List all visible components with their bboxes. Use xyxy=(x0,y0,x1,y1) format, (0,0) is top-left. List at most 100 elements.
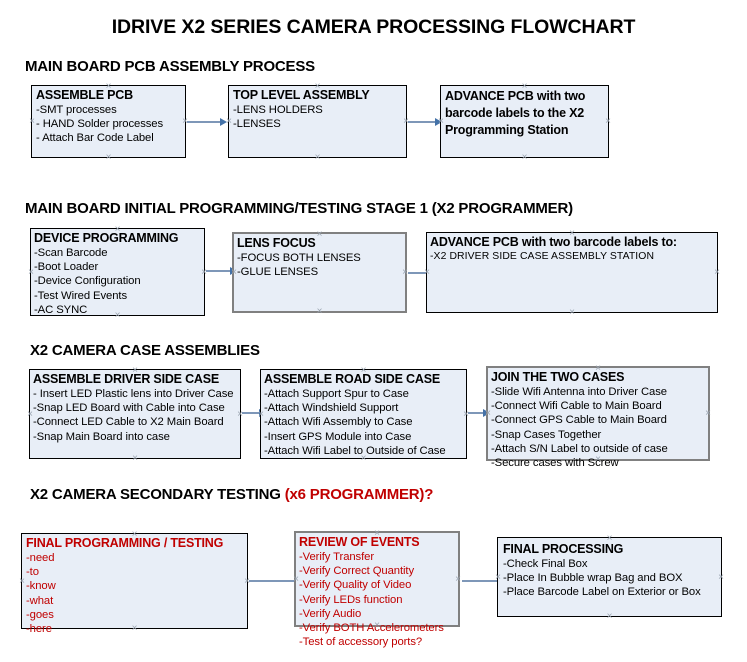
section-heading-1: MAIN BOARD PCB ASSEMBLY PROCESS xyxy=(25,58,315,75)
flow-box-device-programming[interactable]: DEVICE PROGRAMMING -Scan Barcode -Boot L… xyxy=(30,228,205,316)
connector-arrow-1b xyxy=(408,118,442,126)
flow-box-content: DEVICE PROGRAMMING -Scan Barcode -Boot L… xyxy=(34,231,202,317)
page-title: IDRIVE X2 SERIES CAMERA PROCESSING FLOWC… xyxy=(111,16,636,38)
flow-box-line: -Slide Wifi Antenna into Driver Case xyxy=(491,386,667,398)
flow-box-line: -Place Barcode Label on Exterior or Box xyxy=(503,586,701,599)
flow-box-content: ASSEMBLE ROAD SIDE CASE -Attach Support … xyxy=(264,372,464,458)
resize-handle-bottom[interactable] xyxy=(520,153,529,162)
flow-box-line: -Verify Audio xyxy=(299,607,362,620)
flow-box-assemble-driver-side-case[interactable]: ASSEMBLE DRIVER SIDE CASE - Insert LED P… xyxy=(29,369,241,459)
section-heading-3: X2 CAMERA CASE ASSEMBLIES xyxy=(30,342,260,359)
flow-box-title: ASSEMBLE DRIVER SIDE CASE xyxy=(33,372,220,386)
flow-box-line: -Place In Bubble wrap Bag and BOX xyxy=(503,572,683,585)
flow-box-line: -Secure cases with Screw xyxy=(491,457,619,470)
flow-box-line: -Snap Main Board into case xyxy=(33,430,170,443)
flow-box-title: JOIN THE TWO CASES xyxy=(491,370,625,384)
flow-box-line: -Attach Wifi Label to Outside of Case xyxy=(264,444,446,457)
flow-box-line: -LENSES xyxy=(233,118,281,131)
flow-box-line: -Insert GPS Module into Case xyxy=(264,430,412,443)
flow-box-line: -Device Configuration xyxy=(34,275,141,288)
flow-box-line: -Connect Wifi Cable to Main Board xyxy=(491,400,662,413)
flow-box-line: -Attach S/N Label to outside of case xyxy=(491,442,668,455)
flow-box-title: FINAL PROGRAMMING / TESTING xyxy=(26,536,224,550)
section-heading-2: MAIN BOARD INITIAL PROGRAMMING/TESTING S… xyxy=(25,200,573,217)
flow-box-line: -need xyxy=(26,552,55,564)
flow-box-advance-pcb-station[interactable]: ADVANCE PCB with two barcode labels to t… xyxy=(440,85,609,158)
flow-box-line: - Attach Bar Code Label xyxy=(36,132,154,145)
resize-handle-bottom[interactable] xyxy=(315,307,324,316)
flow-box-content: ASSEMBLE PCB -SMT processes - HAND Solde… xyxy=(36,88,183,146)
flow-box-final-processing[interactable]: FINAL PROCESSING -Check Final Box -Place… xyxy=(497,537,722,617)
section-heading-4-text: X2 CAMERA SECONDARY TESTING xyxy=(30,486,285,503)
resize-handle-bottom[interactable] xyxy=(313,153,322,162)
flow-box-title: ASSEMBLE PCB xyxy=(36,88,133,102)
flow-box-content: ASSEMBLE DRIVER SIDE CASE - Insert LED P… xyxy=(33,372,238,444)
flow-box-line: -Connect GPS Cable to Main Board xyxy=(491,414,667,427)
flow-box-line-overflow: -Test of accessory ports? xyxy=(299,636,423,649)
flow-box-line: -Attach Wifi Assembly to Case xyxy=(264,416,413,429)
flow-box-line: -Check Final Box xyxy=(503,558,588,570)
flow-box-content: ADVANCE PCB with two barcode labels to: … xyxy=(430,235,715,264)
flow-box-title: ADVANCE PCB with two barcode labels to: xyxy=(430,235,677,249)
flow-box-line: -know xyxy=(26,580,56,593)
flow-box-content: TOP LEVEL ASSEMBLY -LENS HOLDERS -LENSES xyxy=(233,88,404,131)
flow-box-line: -Connect LED Cable to X2 Main Board xyxy=(33,416,224,429)
section-heading-1-text: MAIN BOARD PCB ASSEMBLY PROCESS xyxy=(25,58,315,75)
flow-box-title: FINAL PROCESSING xyxy=(503,542,624,556)
flow-box-line: -what xyxy=(26,594,54,607)
flow-box-line: - Insert LED Plastic lens into Driver Ca… xyxy=(33,388,234,400)
flow-box-content: FINAL PROCESSING -Check Final Box -Place… xyxy=(503,542,719,600)
flow-box-review-of-events[interactable]: REVIEW OF EVENTS -Verify Transfer -Verif… xyxy=(294,531,460,648)
flow-box-line: -X2 DRIVER SIDE CASE ASSEMBLY STATION xyxy=(430,251,655,262)
flow-box-top-level-assembly[interactable]: TOP LEVEL ASSEMBLY -LENS HOLDERS -LENSES xyxy=(228,85,407,158)
flow-box-title: LENS FOCUS xyxy=(237,236,316,250)
flow-box-lens-focus[interactable]: LENS FOCUS -FOCUS BOTH LENSES -GLUE LENS… xyxy=(232,232,407,313)
flow-box-content: LENS FOCUS -FOCUS BOTH LENSES -GLUE LENS… xyxy=(237,236,403,279)
resize-handle-bottom[interactable] xyxy=(605,612,614,621)
flow-box-content: JOIN THE TWO CASES -Slide Wifi Antenna i… xyxy=(491,370,706,470)
flow-box-line: -Test Wired Events xyxy=(34,289,127,302)
flow-box-line: -Verify Quality of Video xyxy=(299,579,412,592)
resize-handle-right[interactable] xyxy=(604,117,613,126)
flow-box-assemble-road-side-case[interactable]: ASSEMBLE ROAD SIDE CASE -Attach Support … xyxy=(260,369,467,459)
flow-box-content: ADVANCE PCB with two barcode labels to t… xyxy=(445,88,602,139)
flow-box-line: -AC SYNC xyxy=(34,303,88,316)
flow-box-line: -here xyxy=(26,623,52,636)
flow-box-line: -Verify Correct Quantity xyxy=(299,565,414,578)
flow-box-title: TOP LEVEL ASSEMBLY xyxy=(233,88,370,102)
flow-box-line: -Attach Windshield Support xyxy=(264,402,399,415)
connector-arrow-1a xyxy=(187,118,227,126)
flow-box-title: ADVANCE PCB with two barcode labels to t… xyxy=(445,89,586,137)
flow-box-line: -SMT processes xyxy=(36,104,117,116)
resize-handle-bottom[interactable] xyxy=(131,454,140,463)
resize-handle-right[interactable] xyxy=(713,268,722,277)
flow-box-line: -goes xyxy=(26,608,54,621)
section-heading-3-text: X2 CAMERA CASE ASSEMBLIES xyxy=(30,342,260,359)
flow-box-line: -Scan Barcode xyxy=(34,247,108,259)
flow-box-line: - HAND Solder processes xyxy=(36,118,164,131)
flow-box-line: -Boot Loader xyxy=(34,261,99,274)
flow-box-advance-pcb-driver-side[interactable]: ADVANCE PCB with two barcode labels to: … xyxy=(426,232,718,313)
connector-arrow-2a xyxy=(206,267,237,275)
connector-arrow-4a xyxy=(249,577,301,585)
section-heading-2-text: MAIN BOARD INITIAL PROGRAMMING/TESTING S… xyxy=(25,200,573,217)
resize-handle-bottom[interactable] xyxy=(104,153,113,162)
flow-box-content: REVIEW OF EVENTS -Verify Transfer -Verif… xyxy=(299,535,456,649)
flow-box-line: -Verify BOTH Accelerometers xyxy=(299,622,444,635)
flow-box-join-the-two-cases[interactable]: JOIN THE TWO CASES -Slide Wifi Antenna i… xyxy=(486,366,710,469)
flow-box-line: -Snap LED Board with Cable into Case xyxy=(33,402,225,415)
section-heading-4-accent: (x6 PROGRAMMER)? xyxy=(284,486,434,503)
flow-box-final-programming-testing[interactable]: FINAL PROGRAMMING / TESTING -need -to -k… xyxy=(21,533,248,635)
connector-arrow-3a xyxy=(242,409,266,417)
flow-box-assemble-pcb[interactable]: ASSEMBLE PCB -SMT processes - HAND Solde… xyxy=(31,85,186,158)
flow-box-line: -Attach Support Spur to Case xyxy=(264,388,409,400)
connector-arrow-3b xyxy=(468,409,490,417)
flow-box-title: REVIEW OF EVENTS xyxy=(299,535,420,549)
flow-box-line: -LENS HOLDERS xyxy=(233,104,323,116)
connector-arrow-4b xyxy=(462,577,504,585)
flow-box-line: -to xyxy=(26,566,39,579)
flow-box-title: DEVICE PROGRAMMING xyxy=(34,231,179,245)
resize-handle-bottom[interactable] xyxy=(568,308,577,317)
flow-box-title: ASSEMBLE ROAD SIDE CASE xyxy=(264,372,440,386)
